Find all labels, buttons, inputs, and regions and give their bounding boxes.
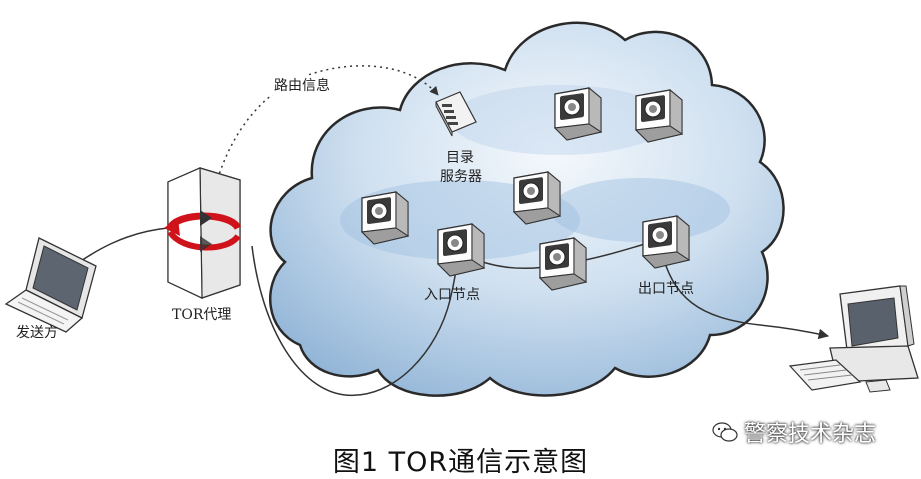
watermark-text: 警察技术杂志 xyxy=(744,422,877,447)
label-entry-node: 入口节点 xyxy=(424,287,480,303)
label-sender: 发送方 xyxy=(16,325,58,341)
onion-router-node-icon-entry xyxy=(436,222,486,277)
onion-router-node-icon-top-1 xyxy=(553,86,603,141)
wechat-icon xyxy=(712,422,738,442)
route-proxy-entry xyxy=(251,245,459,396)
onion-router-node-icon-center xyxy=(512,170,562,225)
onion-router-node-icon-left xyxy=(360,190,410,245)
label-exit-node: 出口节点 xyxy=(638,281,694,297)
route-exit-destination xyxy=(659,244,830,340)
directory-server-icon xyxy=(435,91,477,137)
proxy-red-arrow xyxy=(164,210,242,252)
label-directory-server-line2: 服务器 xyxy=(440,169,482,185)
laptop-icon xyxy=(4,237,97,333)
onion-router-node-icon-middle xyxy=(538,236,588,291)
label-routing-info: 路由信息 xyxy=(272,75,332,95)
label-tor-proxy: TOR代理 xyxy=(172,307,232,323)
figure-caption: 图1 TOR通信示意图 xyxy=(332,447,589,478)
label-directory-server-line1: 目录 xyxy=(446,150,474,166)
onion-router-node-icon-exit xyxy=(641,214,691,269)
tor-proxy-server-icon xyxy=(164,167,242,299)
onion-router-node-icon-top-2 xyxy=(634,88,684,143)
desktop-computer-icon xyxy=(788,285,919,393)
watermark: 警察技术杂志 xyxy=(712,416,912,448)
